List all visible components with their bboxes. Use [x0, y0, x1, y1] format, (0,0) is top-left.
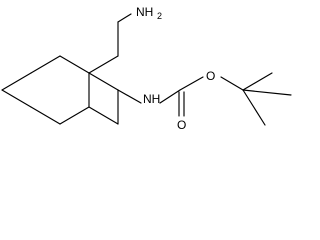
bond-quaternary-to-ch2	[88, 106, 119, 125]
cyclohexane-ring	[1, 55, 119, 125]
atom-labels: NH 2 NH O O	[136, 5, 215, 132]
bond-nh-to-carbonyl-c	[159, 89, 181, 104]
carbonyl-oxygen-label: O	[177, 118, 186, 132]
chain-bond-ch2-to-nh2	[117, 13, 132, 23]
bond-ch2-to-nh	[117, 89, 142, 104]
bond-carbonyl-c-to-o-ester	[179, 76, 204, 91]
chain-bond-quaternary-to-ch2	[88, 55, 119, 74]
bond-o-ester-to-tert-c	[220, 76, 244, 91]
ring-bond-4	[1, 72, 32, 91]
bond-tert-c-to-me-right	[242, 89, 292, 96]
ring-bond-5	[1, 89, 32, 108]
chemical-structure-diagram: NH 2 NH O O	[1, 5, 292, 132]
aminoethyl-chain	[88, 13, 132, 74]
amine-nh-label: NH	[136, 5, 153, 19]
ester-oxygen-label: O	[206, 69, 215, 83]
ring-bond-3	[30, 55, 61, 74]
carbamate-nh-label: NH	[143, 92, 160, 106]
ring-bond-7	[59, 106, 90, 125]
amine-subscript-label: 2	[157, 11, 162, 21]
carbamate-chain	[88, 72, 292, 126]
bond-tert-c-to-me-bottom	[242, 89, 266, 126]
ring-bond-1	[88, 72, 119, 91]
bond-tert-c-to-me-top	[242, 72, 273, 91]
ring-bond-2	[59, 55, 90, 74]
ring-bond-6	[30, 106, 61, 125]
